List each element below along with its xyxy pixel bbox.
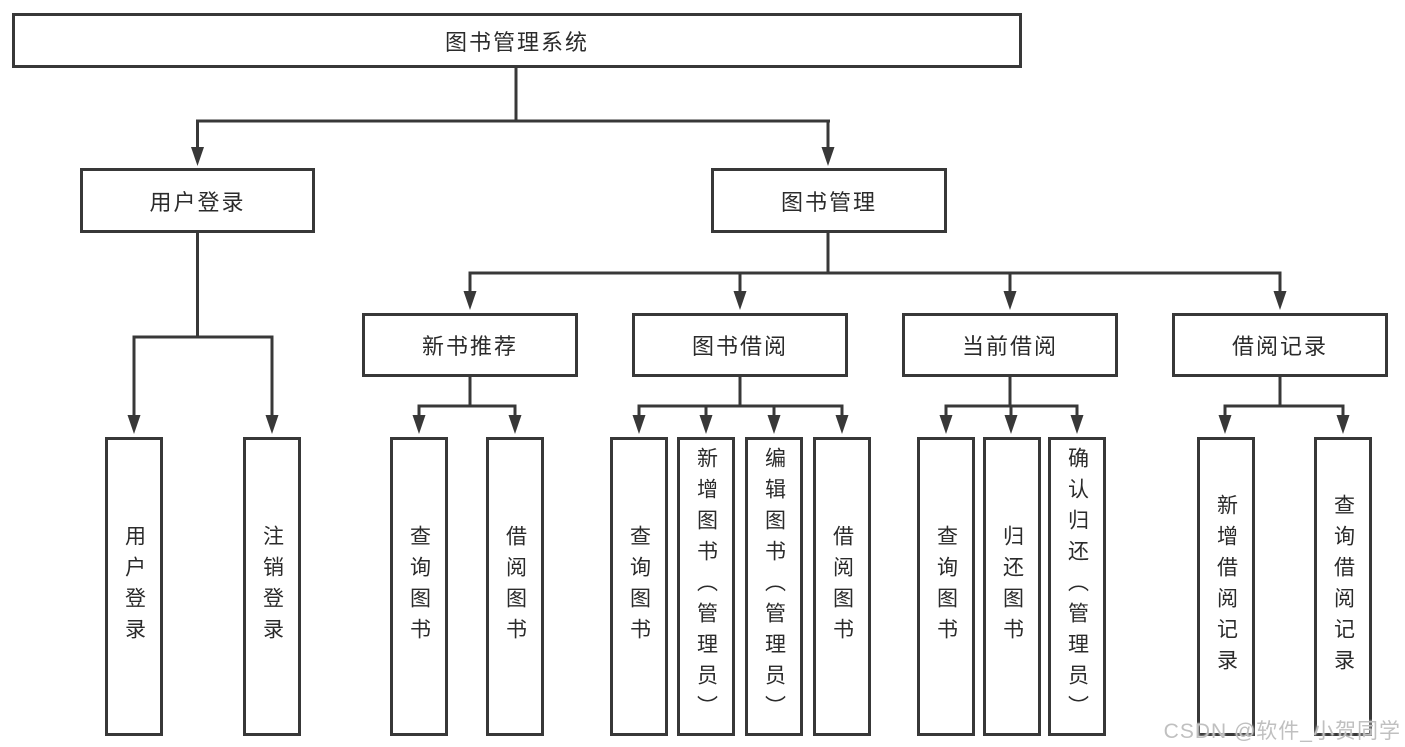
leaf-borrow-books-borrowing: 借阅图书 <box>813 437 871 736</box>
node-current-borrowing: 当前借阅 <box>902 313 1118 377</box>
leaf-add-borrow-record: 新增借阅记录 <box>1197 437 1255 736</box>
node-label: 新增借阅记录 <box>1214 493 1238 680</box>
node-label: 查询图书 <box>627 524 651 649</box>
node-label: 归还图书 <box>1000 524 1024 649</box>
node-label: 借阅图书 <box>503 524 527 649</box>
node-book-borrowing: 图书借阅 <box>632 313 848 377</box>
node-book-management-branch: 图书管理 <box>711 168 947 233</box>
node-label: 新增图书（管理员） <box>694 447 718 726</box>
leaf-logout: 注销登录 <box>243 437 301 736</box>
leaf-query-books-borrowing: 查询图书 <box>610 437 668 736</box>
node-label: 图书借阅 <box>691 334 788 359</box>
node-label: 借阅图书 <box>830 524 854 649</box>
leaf-edit-book-admin: 编辑图书（管理员） <box>745 437 803 736</box>
csdn-watermark: CSDN @软件_小贺同学 <box>1163 720 1401 743</box>
node-new-book-recommend: 新书推荐 <box>362 313 578 377</box>
node-label: 查询借阅记录 <box>1331 493 1355 680</box>
node-label: 查询图书 <box>934 524 958 649</box>
node-label: 图书管理系统 <box>444 29 589 55</box>
leaf-query-books-recommend: 查询图书 <box>390 437 448 736</box>
leaf-return-book: 归还图书 <box>983 437 1041 736</box>
node-label: 当前借阅 <box>961 334 1058 359</box>
node-label: 编辑图书（管理员） <box>762 447 786 726</box>
leaf-query-books-current: 查询图书 <box>917 437 975 736</box>
leaf-user-login: 用户登录 <box>105 437 163 736</box>
node-label: 图书管理 <box>780 189 877 215</box>
node-label: 注销登录 <box>260 524 284 649</box>
node-label: 确认归还（管理员） <box>1065 447 1089 726</box>
leaf-confirm-return-admin: 确认归还（管理员） <box>1048 437 1106 736</box>
leaf-query-borrow-record: 查询借阅记录 <box>1314 437 1372 736</box>
node-label: 查询图书 <box>407 524 431 649</box>
node-label: 用户登录 <box>122 524 146 649</box>
node-label: 借阅记录 <box>1231 334 1328 359</box>
leaf-borrow-books-recommend: 借阅图书 <box>486 437 544 736</box>
node-label: 新书推荐 <box>421 334 518 359</box>
leaf-add-book-admin: 新增图书（管理员） <box>677 437 735 736</box>
node-label: 用户登录 <box>149 189 246 215</box>
node-borrowing-records: 借阅记录 <box>1172 313 1388 377</box>
node-system-root: 图书管理系统 <box>12 13 1022 68</box>
node-user-login-branch: 用户登录 <box>80 168 315 233</box>
